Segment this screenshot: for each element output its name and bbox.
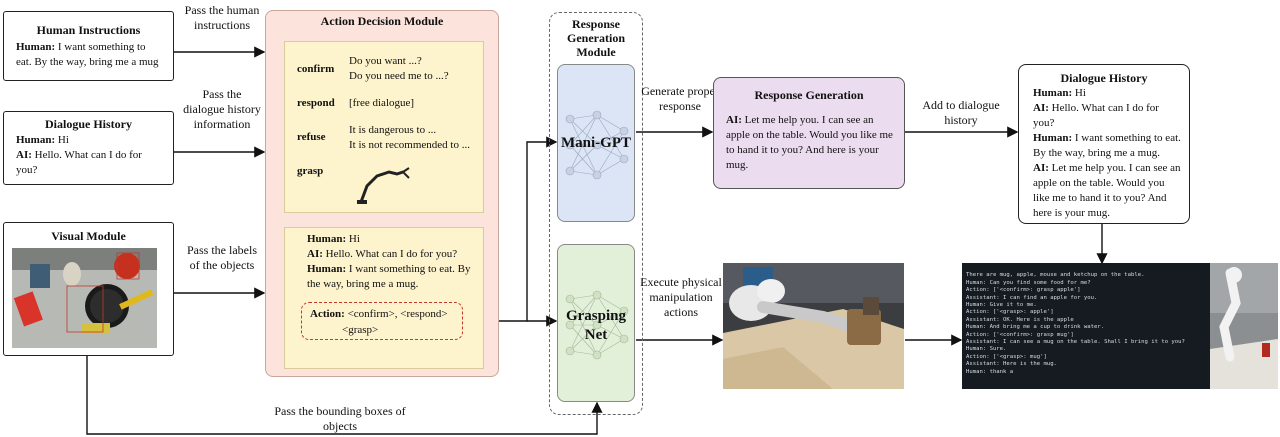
- dialogue-history-right-line: Human: Hi: [1033, 87, 1086, 99]
- mani-gpt-block: Mani-GPT: [557, 64, 635, 222]
- dialogue-history-right-box: Dialogue History Human: Hi AI: Hello. Wh…: [1018, 64, 1190, 224]
- human-instructions-title: Human Instructions: [36, 23, 141, 37]
- action-types-panel: confirm Do you want ...? Do you need me …: [284, 41, 484, 213]
- dialogue-history-left-title: Dialogue History: [45, 117, 132, 131]
- dialogue-context-panel: Human: Hi AI: Hello. What can I do for y…: [284, 227, 484, 369]
- pass-instructions-label: Pass the human instructions: [184, 3, 260, 32]
- action-name-refuse: refuse: [297, 131, 326, 143]
- visual-module-box: Visual Module: [3, 222, 174, 356]
- table-objects-photo: [12, 248, 157, 348]
- action-name-respond: respond: [297, 97, 335, 109]
- dialogue-history-right-line: AI: Let me help you. I can see an apple …: [1033, 162, 1181, 219]
- action-decision-module: Action Decision Module confirm Do you wa…: [265, 10, 499, 377]
- human-instructions-text: Human: I want something to eat. By the w…: [16, 41, 159, 68]
- context-line: Human: Hi: [307, 233, 360, 245]
- human-instructions-box: Human Instructions Human: I want somethi…: [3, 11, 174, 81]
- neural-net-icon: [565, 110, 629, 180]
- action-desc-respond: [free dialogue]: [349, 97, 415, 109]
- dialogue-history-left-line: AI: Hello. What can I do for you?: [16, 149, 142, 176]
- dialogue-history-right-title: Dialogue History: [1060, 71, 1148, 85]
- action-output-box: Action: <confirm>, <respond> <grasp>: [301, 302, 463, 340]
- add-to-history-label: Add to dialogue history: [922, 98, 1000, 127]
- neural-net-icon: [565, 290, 629, 360]
- action-desc-refuse: It is dangerous to ... It is not recomme…: [349, 124, 470, 151]
- robot-arm-icon: [357, 167, 410, 204]
- response-module-title: Response Generation Module: [567, 17, 625, 59]
- dialogue-history-left-box: Dialogue History Human: Hi AI: Hello. Wh…: [3, 111, 174, 185]
- grasping-net-block: Grasping Net: [557, 244, 635, 402]
- response-generation-title: Response Generation: [754, 88, 864, 102]
- response-generation-module: Response Generation Module: [549, 12, 643, 415]
- visual-module-title: Visual Module: [51, 229, 126, 243]
- pass-labels-label: Pass the labels of the objects: [187, 243, 257, 272]
- context-line: AI: Hello. What can I do for you?: [307, 248, 458, 260]
- terminal-output: There are mug, apple, mouse and ketchup …: [962, 263, 1210, 389]
- robot-lab-photo: [1210, 263, 1278, 389]
- execute-actions-label: Execute physical manipulation actions: [640, 275, 722, 319]
- dialogue-history-right-line: AI: Hello. What can I do for you?: [1033, 102, 1159, 129]
- action-desc-confirm: Do you want ...? Do you need me to ...?: [349, 55, 449, 82]
- generate-response-label: Generate proper response: [641, 84, 719, 113]
- mani-gpt-label: Mani-GPT: [561, 135, 631, 151]
- pass-bboxes-label: Pass the bounding boxes of objects: [274, 404, 406, 433]
- robot-grasping-photo: [723, 263, 904, 389]
- context-line: Human: I want something to eat. By the w…: [307, 263, 471, 290]
- dialogue-history-right-line: Human: I want something to eat. By the w…: [1033, 132, 1181, 159]
- dialogue-history-left-line: Human: Hi: [16, 134, 69, 146]
- action-name-grasp: grasp: [297, 165, 324, 177]
- action-name-confirm: confirm: [297, 63, 335, 75]
- response-generation-box: Response Generation AI: Let me help you.…: [713, 77, 905, 189]
- action-decision-title: Action Decision Module: [320, 14, 444, 28]
- grasping-net-label: Grasping Net: [565, 308, 626, 343]
- pass-history-label: Pass the dialogue history information: [183, 87, 261, 131]
- response-generation-text: AI: Let me help you. I can see an apple …: [726, 114, 893, 171]
